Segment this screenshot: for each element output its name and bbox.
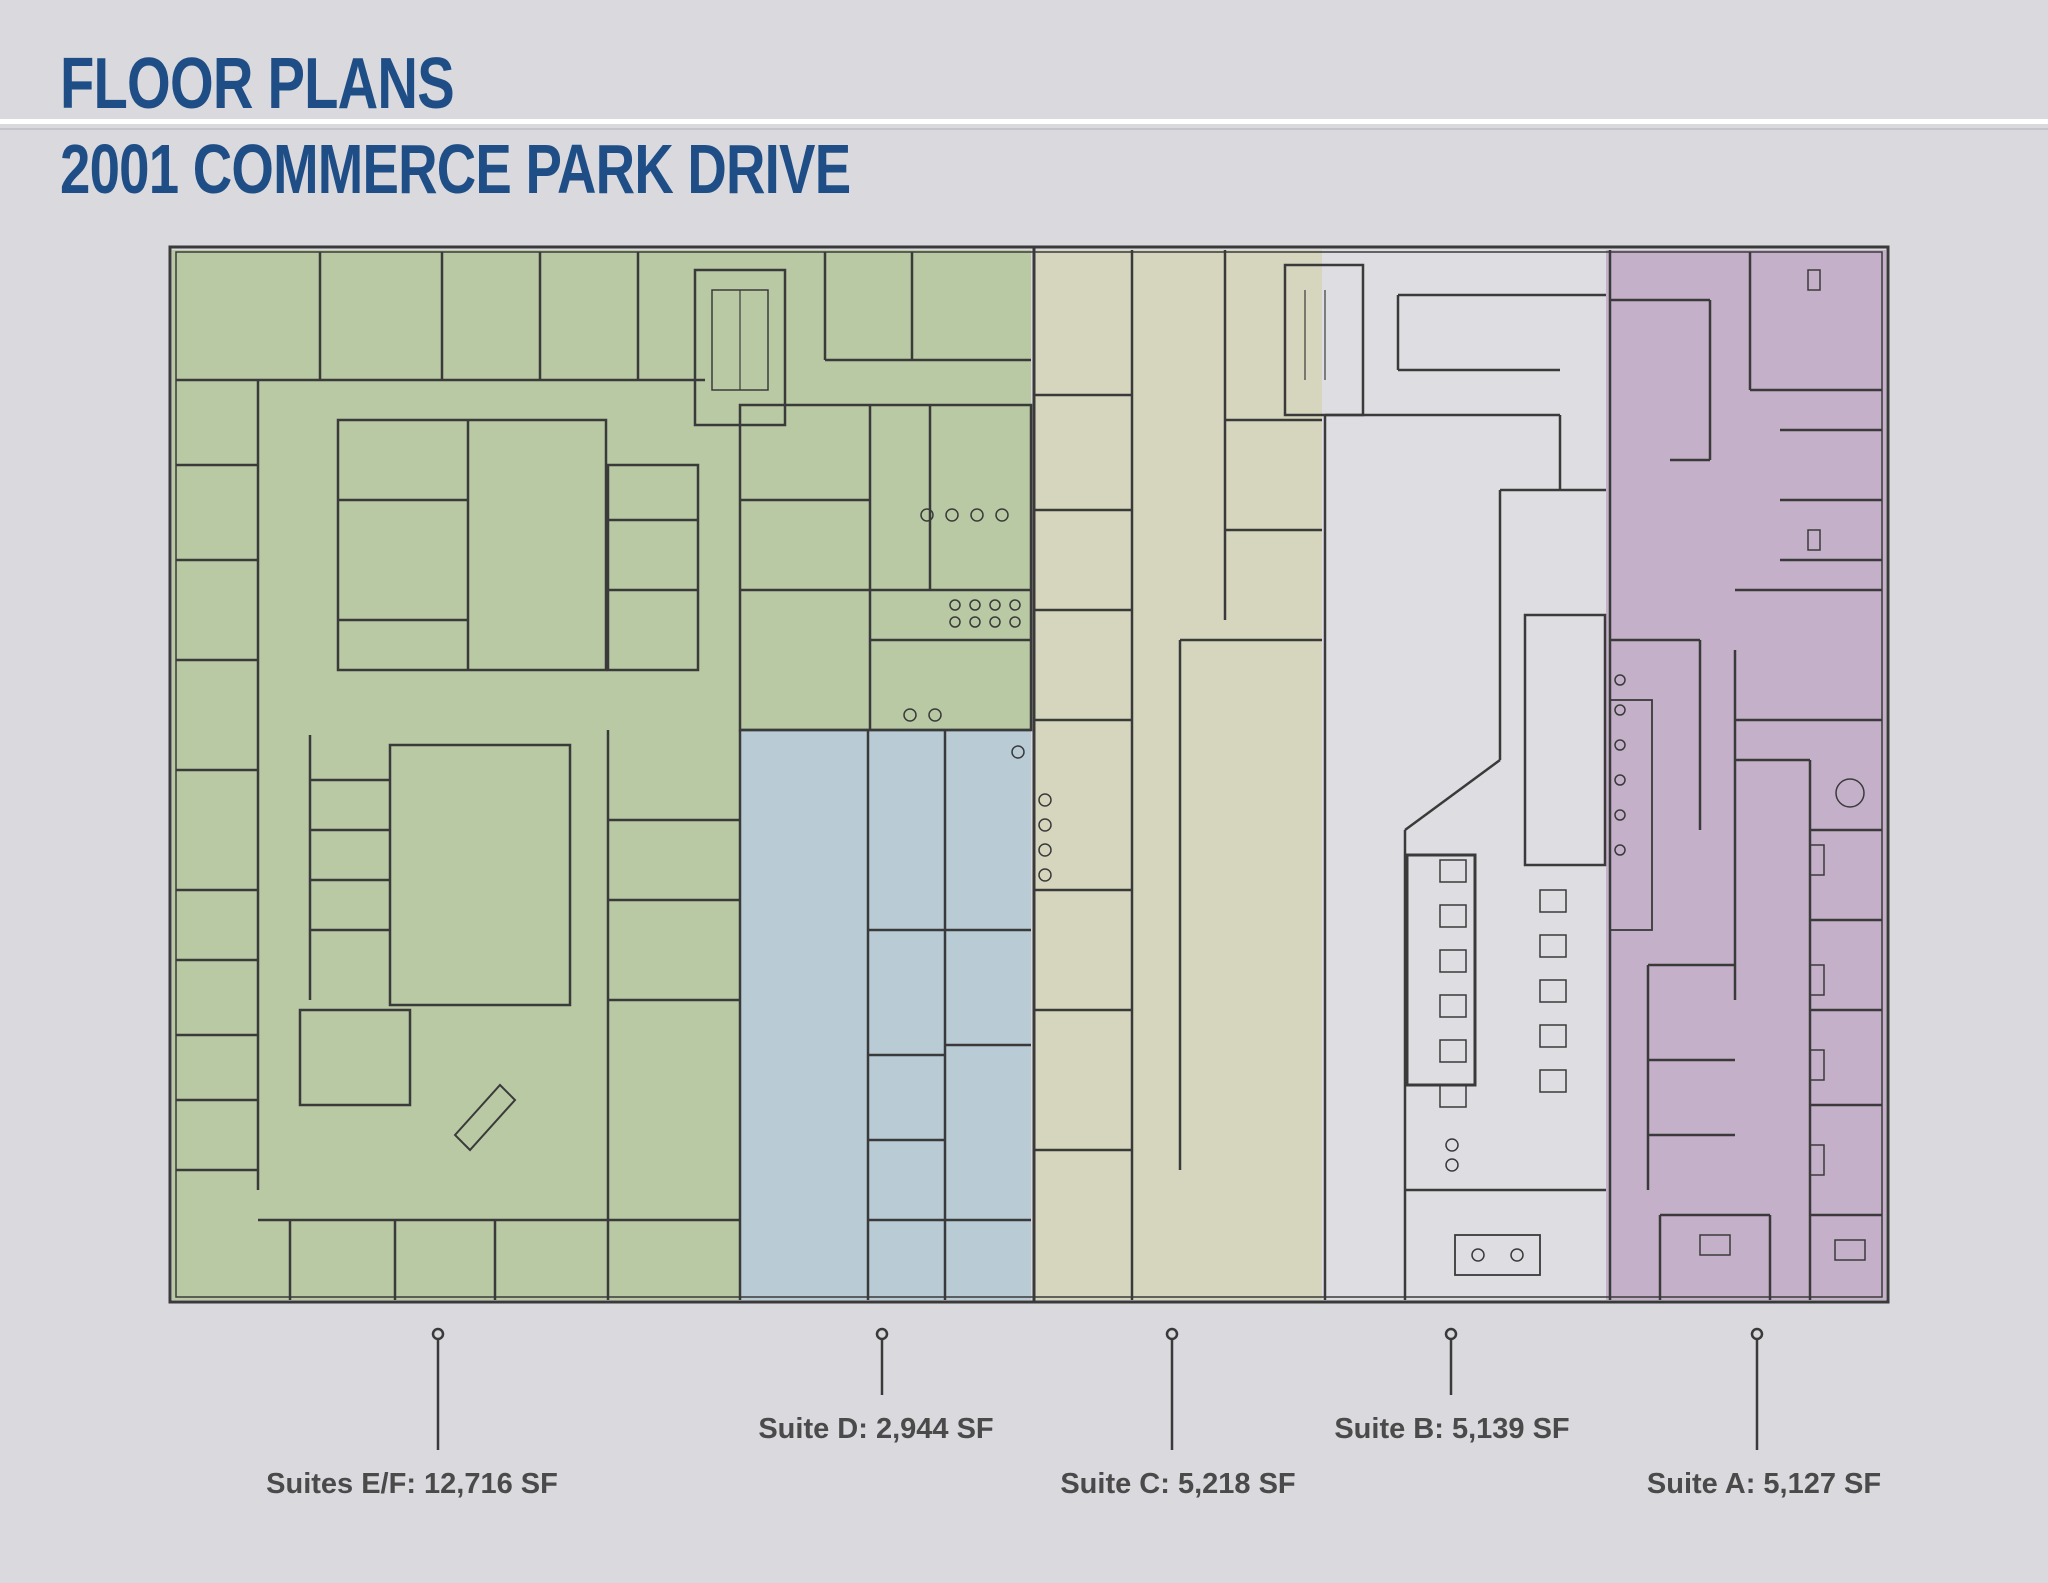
workstation-desk	[1539, 1069, 1567, 1093]
header-rule-shadow	[0, 128, 2048, 130]
suite-b-label: Suite B: 5,139 SF	[1334, 1413, 1570, 1445]
suite-d-label: Suite D: 2,944 SF	[758, 1413, 994, 1445]
suite-a-label: Suite A: 5,127 SF	[1646, 1468, 1882, 1500]
workstation-desk	[1439, 1084, 1467, 1108]
fixtures	[903, 269, 1866, 1262]
suite-c-label: Suite C: 5,218 SF	[1060, 1468, 1296, 1500]
leaders	[431, 1327, 1764, 1450]
workstation-desk	[1439, 859, 1467, 883]
workstation-desk	[1439, 994, 1467, 1018]
workstation-desk	[1439, 1039, 1467, 1063]
workstation-desk	[1539, 1024, 1567, 1048]
suite-a-area[interactable]	[1606, 250, 1886, 1300]
workstation-desk	[1439, 904, 1467, 928]
page-title: FLOOR PLANS	[60, 44, 455, 124]
workstation-desk	[1539, 934, 1567, 958]
workstations	[1439, 859, 1567, 1108]
workstation-desk	[1539, 889, 1567, 913]
workstation-desk	[1539, 979, 1567, 1003]
suite-c-area[interactable]	[1034, 250, 1322, 1300]
suite-fills	[172, 250, 1886, 1300]
page-subtitle: 2001 COMMERCE PARK DRIVE	[60, 130, 851, 208]
suite-b-area[interactable]	[1322, 250, 1606, 1300]
suite-ef-label: Suites E/F: 12,716 SF	[266, 1468, 558, 1500]
suite-ef-area[interactable]	[172, 250, 1031, 1300]
header-rule	[0, 119, 2048, 124]
suite-d-area[interactable]	[740, 730, 1031, 1300]
workstation-desk	[1439, 949, 1467, 973]
